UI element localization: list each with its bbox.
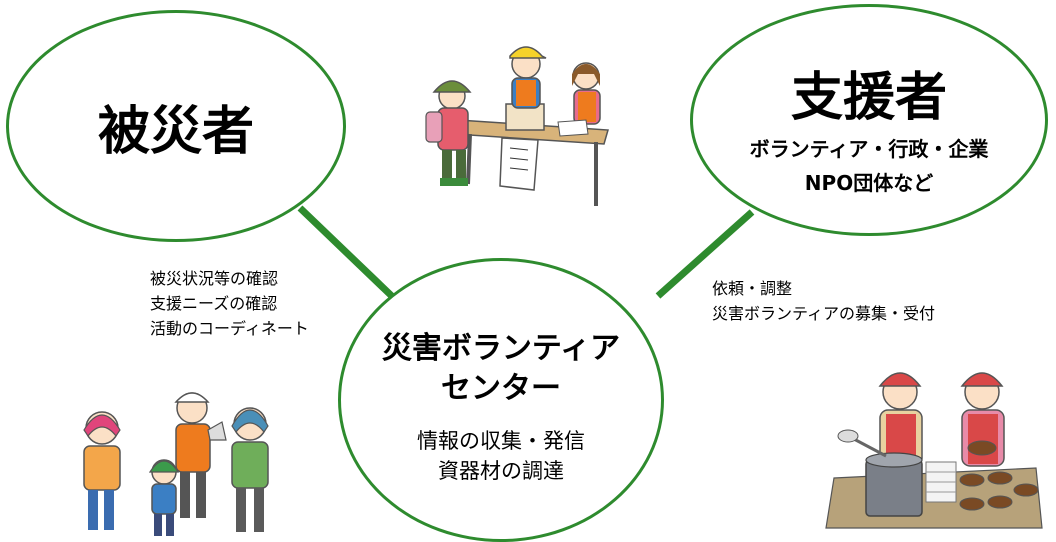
right-note-1: 依頼・調整 [712, 279, 793, 298]
connector-supporter-center [655, 209, 755, 299]
reception-desk-illustration [425, 46, 609, 206]
supporter-title: 支援者 [790, 68, 947, 128]
right-note-2: 災害ボランティアの募集・受付 [712, 304, 936, 323]
connector-victim-center [297, 205, 401, 305]
victim-title: 被災者 [97, 102, 254, 162]
left-notes: 被災状況等の確認 支援ニーズの確認 活動のコーディネート [150, 266, 309, 341]
victim-circle: 被災者 [6, 10, 346, 242]
evacuating-family-illustration [83, 392, 269, 536]
center-title-line2: センター [441, 371, 561, 406]
center-circle: 災害ボランティア センター 情報の収集・発信 資器材の調達 [338, 258, 664, 542]
supporter-line2: NPO団体など [804, 171, 934, 195]
left-note-3: 活動のコーディネート [150, 319, 309, 338]
left-note-1: 被災状況等の確認 [150, 269, 279, 288]
left-note-2: 支援ニーズの確認 [150, 294, 278, 313]
center-task-2: 資器材の調達 [438, 459, 564, 483]
soup-kitchen-illustration [825, 372, 1043, 529]
right-notes: 依頼・調整 災害ボランティアの募集・受付 [712, 276, 935, 326]
supporter-circle: 支援者 ボランティア・行政・企業 NPO団体など [690, 4, 1048, 236]
center-task-1: 情報の収集・発信 [417, 429, 585, 453]
center-title-line1: 災害ボランティア [381, 331, 621, 366]
supporter-line1: ボランティア・行政・企業 [749, 137, 989, 161]
